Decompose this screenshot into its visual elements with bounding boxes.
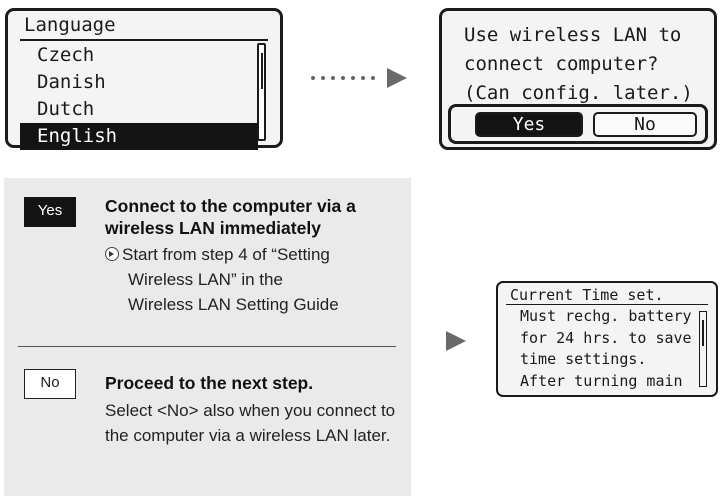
section-divider — [18, 346, 396, 347]
no-option-title: Proceed to the next step. — [105, 373, 314, 393]
right-triangle-icon — [387, 68, 407, 88]
title-divider — [20, 39, 268, 41]
reference-line-2: Wireless LAN” in the — [128, 270, 283, 289]
choice-button-row: Yes No — [448, 104, 708, 144]
no-option-description: Select <No> also when you connect to the… — [105, 401, 396, 445]
current-time-screen: Current Time set. Must rechg. battery fo… — [496, 281, 718, 397]
wireless-lan-prompt: Use wireless LAN to connect computer? (C… — [464, 24, 693, 104]
dot — [331, 76, 335, 80]
reference-line-1: Start from step 4 of “Setting — [122, 245, 330, 264]
dot — [361, 76, 365, 80]
dot — [311, 76, 315, 80]
right-triangle-icon — [446, 331, 466, 351]
dot — [321, 76, 325, 80]
language-item-dutch[interactable]: Dutch — [37, 98, 95, 120]
no-badge: No — [24, 369, 76, 399]
yes-option-title: Connect to the computer via a wireless L… — [105, 196, 356, 238]
yes-button[interactable]: Yes — [475, 112, 583, 137]
yes-badge: Yes — [24, 197, 76, 227]
dotted-arrow-icon — [309, 68, 407, 88]
no-button[interactable]: No — [593, 112, 697, 137]
reference-line-3: Wireless LAN Setting Guide — [128, 295, 339, 314]
circled-arrow-icon — [105, 247, 119, 261]
message-scrollbar[interactable] — [699, 311, 707, 387]
language-screen-title: Language — [24, 14, 116, 36]
dot — [371, 76, 375, 80]
dot — [341, 76, 345, 80]
language-item-czech[interactable]: Czech — [37, 44, 95, 66]
language-item-danish[interactable]: Danish — [37, 71, 106, 93]
language-item-english[interactable]: English — [20, 123, 258, 150]
current-time-title: Current Time set. — [510, 286, 664, 304]
language-scrollbar[interactable] — [257, 43, 266, 141]
wireless-lan-screen: Use wireless LAN to connect computer? (C… — [439, 8, 717, 150]
yes-option-reference: Start from step 4 of “Setting Wireless L… — [105, 242, 405, 317]
instructions-panel: Yes Connect to the computer via a wirele… — [4, 178, 411, 496]
battery-message: Must rechg. battery for 24 hrs. to save … — [520, 307, 692, 390]
scrollbar-thumb[interactable] — [261, 53, 263, 89]
title-divider — [506, 304, 708, 305]
scrollbar-thumb[interactable] — [702, 320, 704, 346]
dot — [351, 76, 355, 80]
